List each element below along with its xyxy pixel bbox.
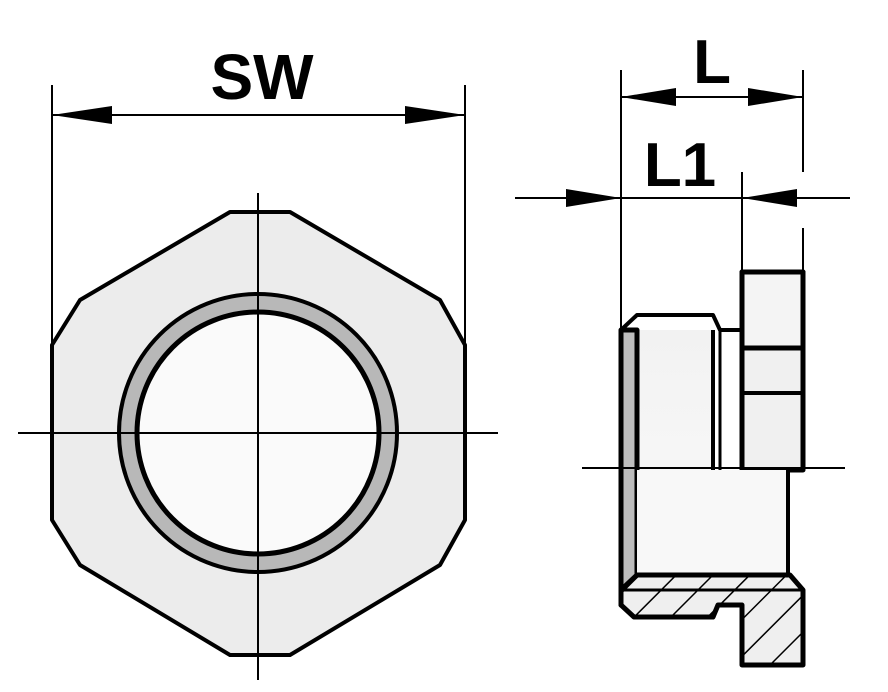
arrow-icon	[621, 88, 676, 106]
sw-label: SW	[210, 41, 314, 113]
arrow-icon	[405, 106, 465, 124]
l-dimension: L	[620, 28, 804, 330]
section-hatch	[618, 572, 806, 668]
front-view	[18, 193, 498, 680]
l1-dimension: L1	[515, 131, 850, 272]
sw-dimension: SW	[51, 41, 466, 345]
arrow-icon	[52, 106, 112, 124]
arrow-icon	[742, 189, 797, 207]
l-label: L	[693, 28, 731, 97]
arrow-icon	[748, 88, 803, 106]
l1-label: L1	[644, 131, 716, 200]
arrow-icon	[566, 189, 621, 207]
